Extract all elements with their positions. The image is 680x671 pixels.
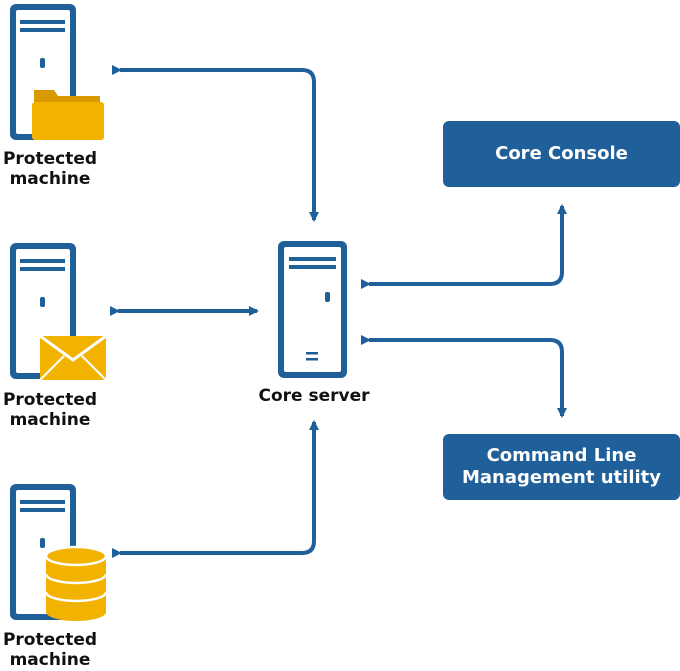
protected-machine-label: Protected machine (0, 149, 100, 189)
label-line: Protected (2, 630, 98, 650)
protected-machine-label: Protected machine (0, 390, 100, 430)
core-server-label: Core server (258, 386, 370, 406)
label-line: machine (9, 169, 91, 189)
core-server (278, 241, 347, 378)
core-console-box: Core Console (443, 121, 680, 187)
cli-utility-box: Command Line Management utility (443, 434, 680, 500)
core-console-label: Core Console (495, 143, 628, 164)
cli-utility-label-line1: Command Line (486, 445, 637, 466)
protected-machine-1 (10, 4, 104, 140)
folder-icon (32, 90, 104, 140)
arrow-machine1-core (112, 65, 319, 222)
protected-machine-2 (10, 243, 107, 381)
label-line: Protected (2, 390, 98, 410)
label-line: machine (9, 410, 91, 430)
arrow-core-cli (361, 335, 567, 418)
mail-icon (39, 334, 107, 381)
database-icon (44, 545, 108, 621)
arrow-core-console (361, 204, 567, 289)
cli-utility-label-line2: Management utility (461, 467, 662, 488)
label-line: machine (9, 650, 91, 670)
protected-machine-label: Protected machine (0, 630, 100, 670)
label-line: Protected (2, 149, 98, 169)
arrow-machine3-core (112, 420, 319, 558)
protected-machine-3 (10, 484, 108, 621)
connectors (110, 65, 567, 558)
